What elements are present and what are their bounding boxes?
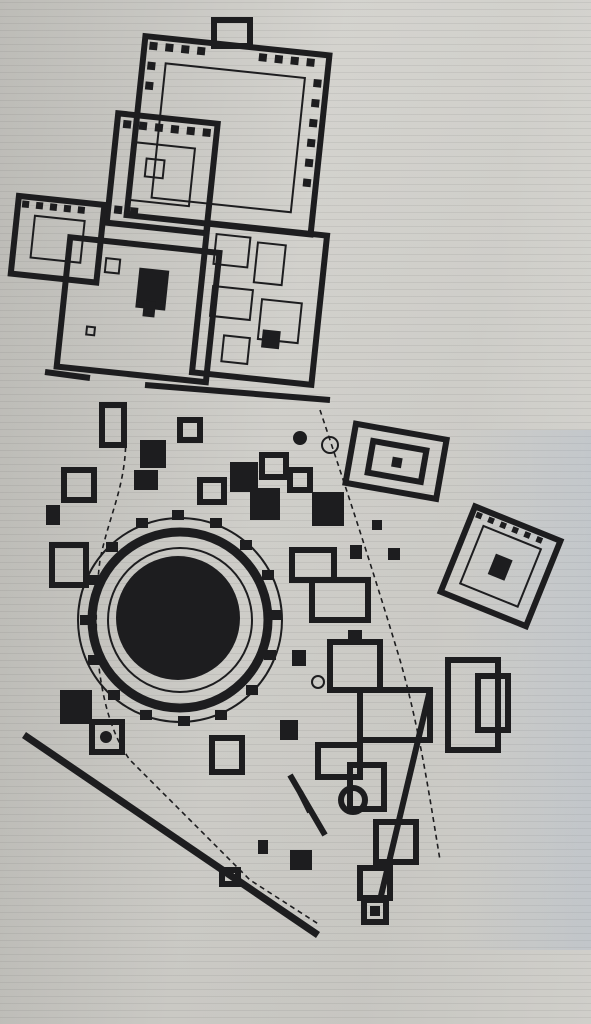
circular-shrine bbox=[77, 510, 283, 726]
north-cluster bbox=[134, 417, 344, 526]
long-sw-wall bbox=[22, 732, 320, 938]
lower-complex bbox=[22, 402, 565, 938]
west-wing bbox=[7, 192, 108, 286]
east-temple bbox=[436, 502, 565, 631]
dashed-path-west bbox=[95, 419, 321, 926]
main-courtyard bbox=[123, 32, 333, 238]
courtyard-cells bbox=[144, 41, 322, 188]
southeast-chambers bbox=[258, 657, 511, 925]
dashed-path-east bbox=[319, 409, 441, 861]
central-east-buildings bbox=[209, 520, 433, 775]
sw-solid-block bbox=[60, 690, 92, 724]
upper-temple-complex bbox=[7, 17, 333, 389]
gate-post bbox=[219, 867, 241, 887]
lower-hall bbox=[53, 233, 223, 386]
wall-segment bbox=[44, 369, 91, 381]
west-cluster bbox=[46, 402, 127, 755]
wall-segment-long bbox=[144, 382, 331, 403]
ne-temple bbox=[342, 420, 451, 503]
shrine-courtyard bbox=[103, 109, 221, 237]
east-blocks bbox=[188, 219, 331, 389]
shrine-core bbox=[116, 556, 240, 680]
ring-cells bbox=[80, 510, 282, 726]
ramp-line-short bbox=[297, 790, 313, 814]
